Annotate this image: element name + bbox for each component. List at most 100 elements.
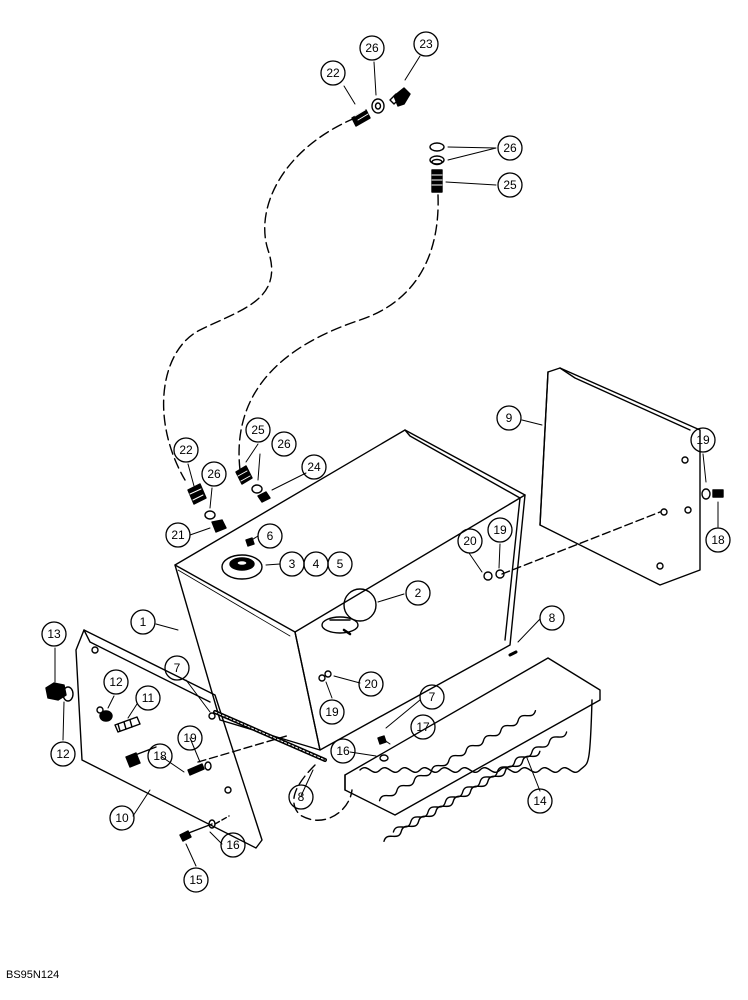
callout-18: 18	[147, 743, 173, 769]
svg-text:20: 20	[364, 677, 378, 691]
callout-26: 26	[271, 431, 297, 457]
callout-12: 12	[50, 741, 76, 767]
callout-7: 7	[419, 684, 445, 710]
svg-text:8: 8	[549, 611, 556, 625]
callout-1: 1	[130, 609, 156, 635]
callout-26: 26	[359, 35, 385, 61]
callout-25: 25	[497, 172, 523, 198]
hose-line	[162, 117, 356, 481]
svg-text:22: 22	[179, 443, 193, 457]
nut-26-tank-left	[204, 510, 216, 520]
bolt-18-left	[187, 761, 212, 776]
vent-hose-line	[293, 764, 353, 821]
elbow-fitting-21	[211, 519, 227, 533]
svg-text:19: 19	[696, 433, 710, 447]
callout-18: 18	[705, 527, 731, 553]
fuel-tank	[174, 429, 526, 751]
fitting-24	[257, 491, 271, 503]
svg-text:15: 15	[189, 873, 203, 887]
svg-text:7: 7	[429, 690, 436, 704]
callout-26: 26	[201, 461, 227, 487]
svg-text:18: 18	[153, 749, 167, 763]
callout-2: 2	[405, 580, 431, 606]
svg-text:26: 26	[365, 41, 379, 55]
callout-20: 20	[457, 528, 483, 554]
bolt-18-right	[701, 488, 724, 500]
callout-26: 26	[497, 135, 523, 161]
svg-text:18: 18	[711, 533, 725, 547]
svg-text:16: 16	[336, 744, 350, 758]
hose-fitting-22-tank	[187, 483, 207, 505]
callout-11: 11	[135, 685, 161, 711]
callout-25: 25	[245, 417, 271, 443]
svg-text:14: 14	[533, 794, 547, 808]
svg-text:26: 26	[277, 437, 291, 451]
callouts: 22 26 23 26 25 9 19 18 22 25 26 26 24 21…	[41, 31, 731, 893]
leader-dashed	[197, 734, 291, 763]
washer-16-17	[377, 735, 389, 762]
clamp-26-right	[429, 142, 445, 166]
svg-text:23: 23	[419, 37, 433, 51]
svg-text:20: 20	[463, 534, 477, 548]
hose-fitting-22-top	[351, 109, 371, 127]
callout-6: 6	[257, 523, 283, 549]
callout-4: 4	[303, 551, 329, 577]
callout-24: 24	[301, 454, 327, 480]
rubber-strip-7	[213, 710, 327, 762]
callout-22: 22	[173, 437, 199, 463]
svg-text:12: 12	[109, 675, 123, 689]
callout-9: 9	[496, 405, 522, 431]
svg-text:8: 8	[298, 790, 305, 804]
svg-text:12: 12	[56, 747, 70, 761]
nut-13	[45, 682, 74, 702]
hose-barb-25-right	[431, 169, 443, 193]
reference-code: BS95N124	[6, 969, 60, 981]
svg-text:1: 1	[140, 615, 147, 629]
callout-14: 14	[527, 788, 553, 814]
svg-text:26: 26	[207, 467, 221, 481]
step-14	[344, 657, 601, 843]
callout-21: 21	[165, 522, 191, 548]
svg-text:21: 21	[171, 528, 185, 542]
filler-cap	[221, 554, 263, 580]
svg-text:17: 17	[416, 720, 430, 734]
elbow-fitting-23	[389, 87, 411, 107]
callout-5: 5	[327, 551, 353, 577]
svg-text:25: 25	[251, 423, 265, 437]
svg-text:2: 2	[415, 586, 422, 600]
callout-19: 19	[319, 699, 345, 725]
leader-dashed	[501, 511, 661, 575]
mounting-bracket-left	[75, 629, 263, 849]
callout-20: 20	[358, 671, 384, 697]
callout-8: 8	[288, 784, 314, 810]
callout-16: 16	[220, 832, 246, 858]
callout-10: 10	[109, 805, 135, 831]
mounting-bracket-right	[539, 367, 701, 586]
fuel-sender-2	[321, 588, 377, 636]
hose-line	[238, 194, 439, 471]
callout-13: 13	[41, 621, 67, 647]
rubber-strip-8	[508, 650, 518, 657]
callout-17: 17	[410, 714, 436, 740]
leader-lines	[54, 55, 719, 867]
svg-text:22: 22	[326, 66, 340, 80]
svg-text:4: 4	[313, 557, 320, 571]
svg-text:5: 5	[337, 557, 344, 571]
callout-12: 12	[103, 669, 129, 695]
svg-text:10: 10	[115, 811, 129, 825]
callout-15: 15	[183, 867, 209, 893]
svg-text:9: 9	[506, 411, 513, 425]
callout-19: 19	[487, 517, 513, 543]
nut-26-top	[371, 98, 385, 114]
svg-text:6: 6	[267, 529, 274, 543]
svg-text:11: 11	[142, 691, 155, 705]
nut-26-tank-right	[251, 484, 263, 494]
svg-text:19: 19	[183, 731, 197, 745]
callout-23: 23	[413, 31, 439, 57]
svg-text:13: 13	[47, 627, 61, 641]
svg-text:19: 19	[493, 523, 507, 537]
bolt-11	[114, 716, 157, 768]
callout-8: 8	[539, 605, 565, 631]
